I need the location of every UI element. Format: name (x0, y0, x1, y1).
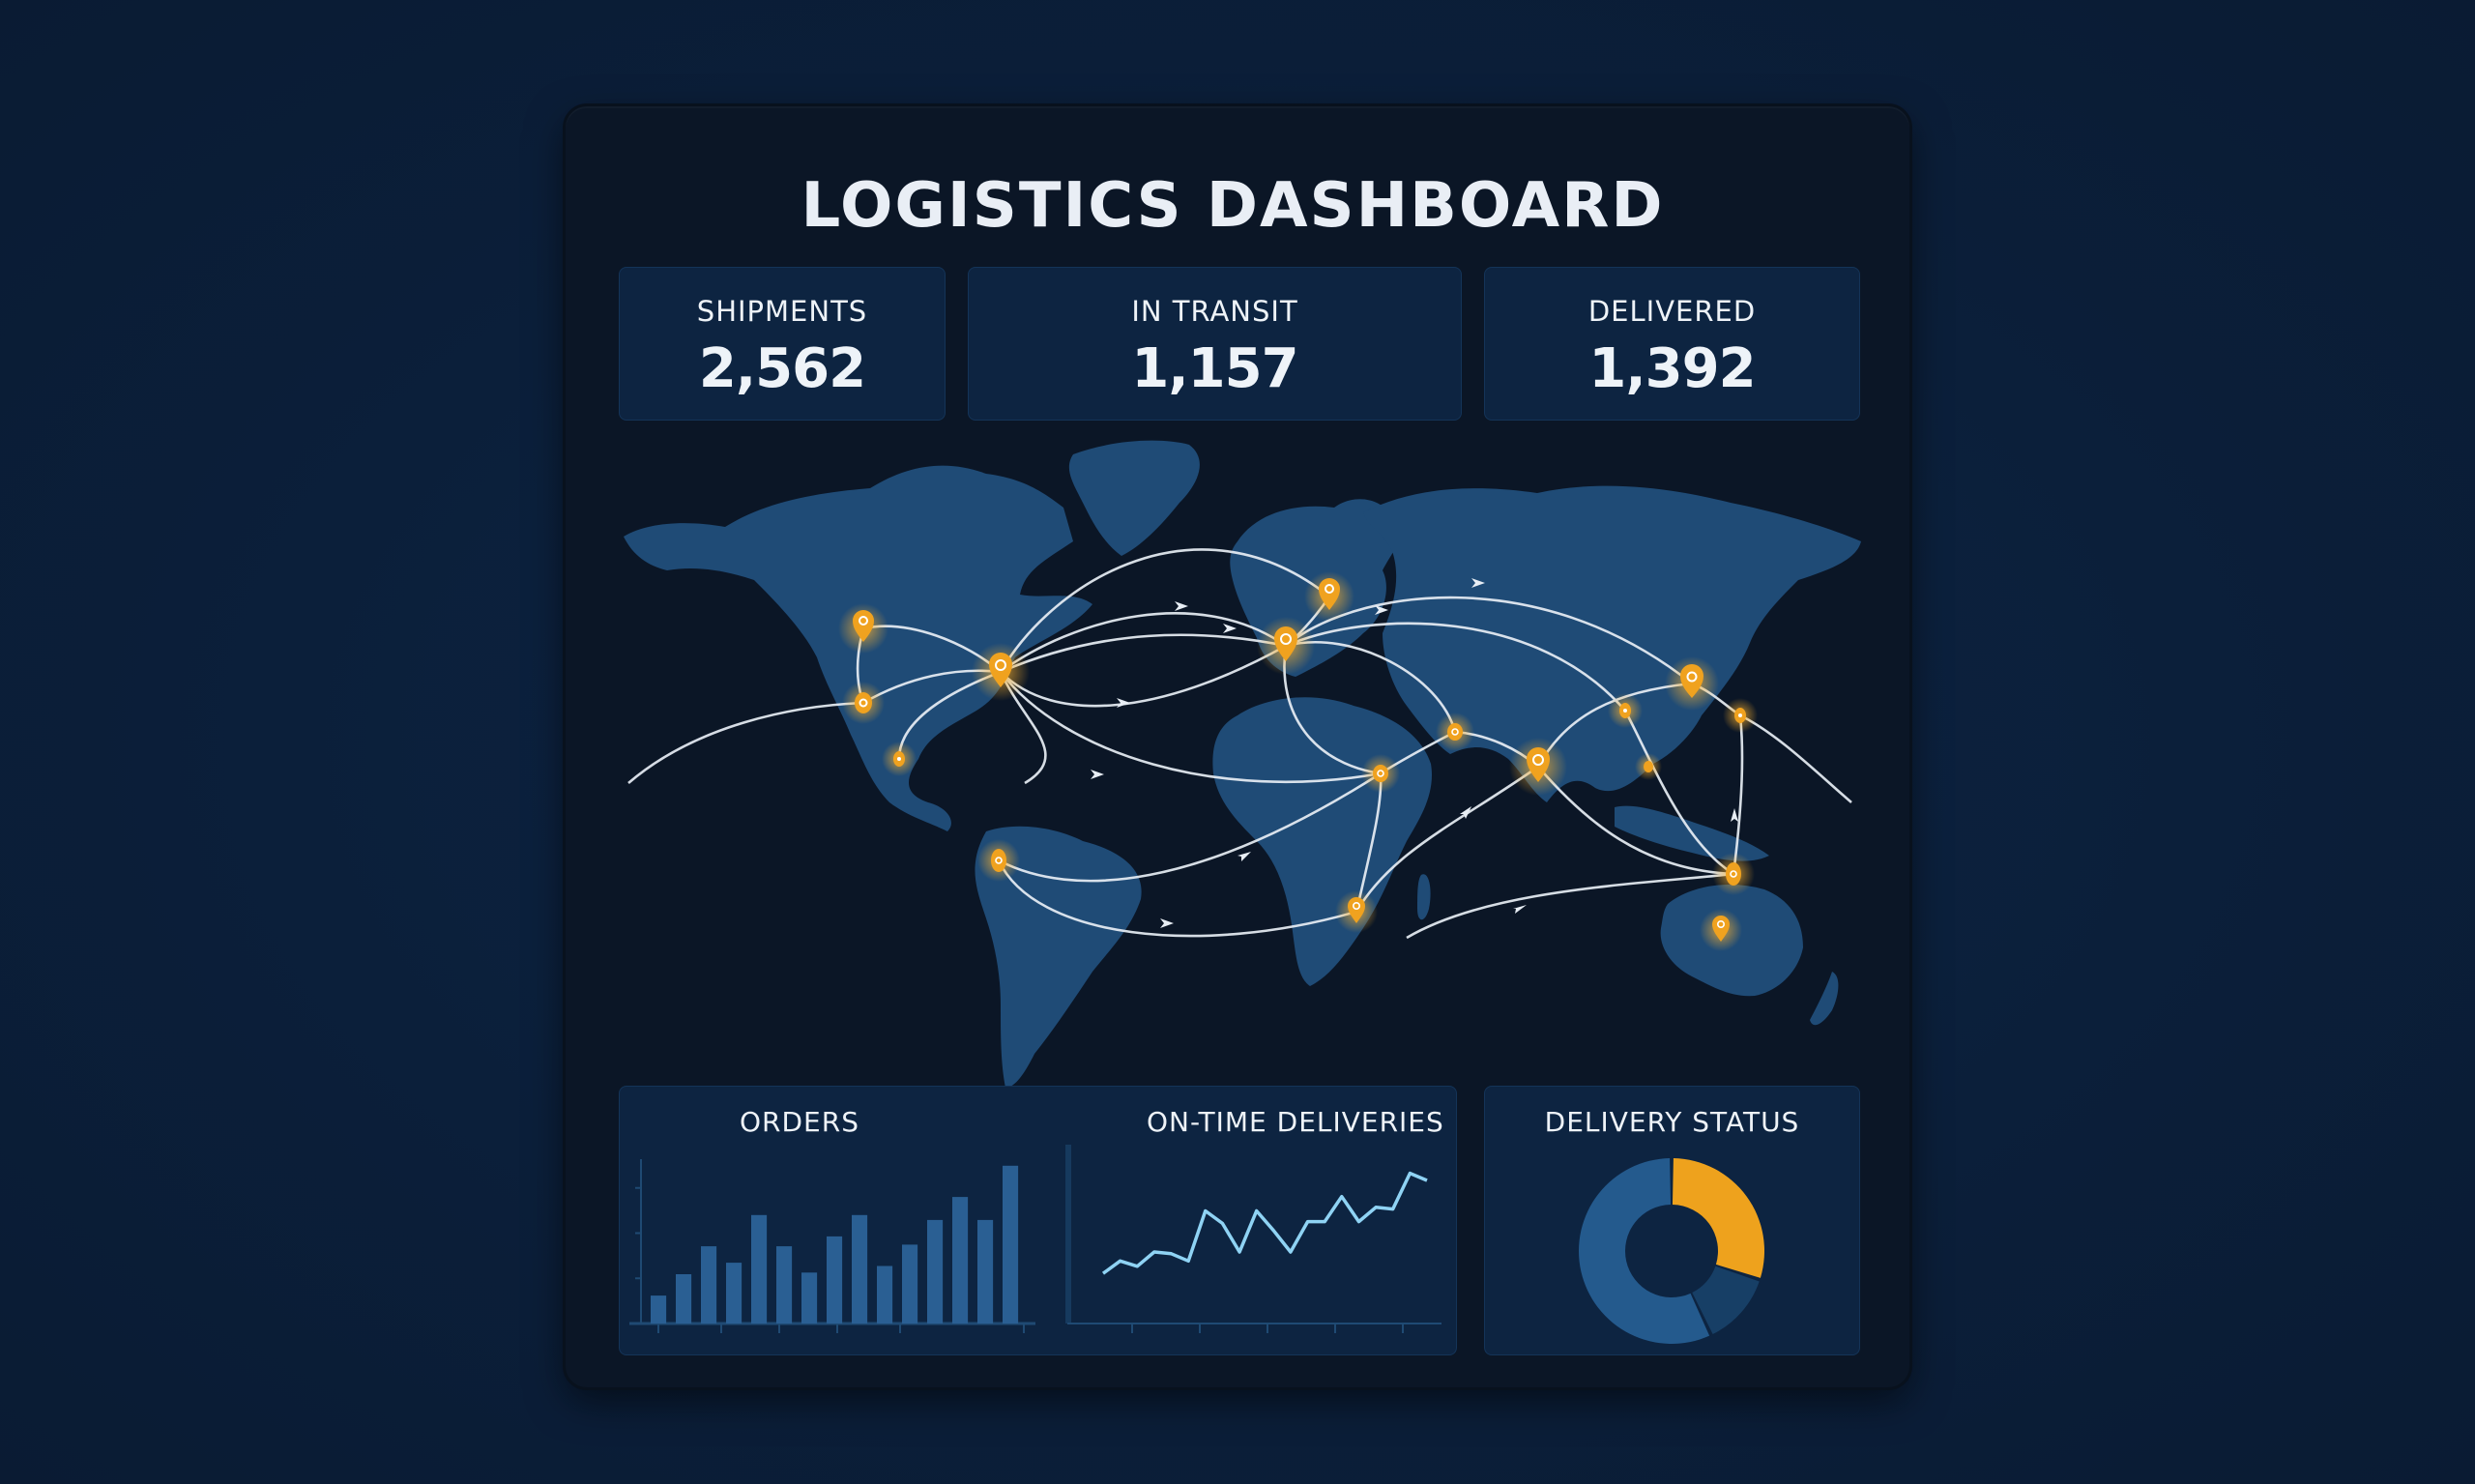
location-pin-icon[interactable] (882, 742, 917, 776)
location-pin-icon[interactable] (838, 603, 888, 654)
location-pin-icon[interactable] (1361, 754, 1400, 793)
kpi-value: 2,562 (698, 337, 866, 400)
africa (1212, 697, 1432, 986)
kpi-value: 1,392 (1588, 337, 1756, 400)
kpi-label: DELIVERED (1587, 295, 1757, 328)
land-masses (624, 440, 1861, 1088)
delivery-status-title: DELIVERY STATUS (1544, 1106, 1800, 1138)
location-pin-icon[interactable] (972, 643, 1030, 701)
delivery-status-donut[interactable] (1575, 1154, 1768, 1348)
south-america (975, 826, 1142, 1088)
orders-ontime-card: ORDERS ON-TIME DELIVERIES (619, 1086, 1457, 1355)
location-pin-icon[interactable] (1257, 617, 1315, 675)
orders-chart-title: ORDERS (740, 1106, 859, 1138)
orders-bar-chart[interactable] (629, 1145, 1045, 1338)
donut-segment (1672, 1158, 1764, 1278)
kpi-card-shipments[interactable]: SHIPMENTS 2,562 (619, 267, 946, 421)
new-zealand (1810, 972, 1839, 1026)
ontime-line-chart[interactable] (1060, 1135, 1446, 1338)
delivery-status-card: DELIVERY STATUS (1484, 1086, 1860, 1355)
route-arrows (1091, 578, 1738, 928)
location-pin-icon[interactable] (1304, 571, 1354, 622)
kpi-value: 1,157 (1131, 337, 1298, 400)
world-map[interactable] (619, 435, 1871, 1092)
location-pin-icon[interactable] (1723, 698, 1758, 733)
location-pin-icon[interactable] (842, 682, 885, 724)
kpi-card-in-transit[interactable]: IN TRANSIT 1,157 (968, 267, 1462, 421)
greenland (1068, 440, 1200, 556)
dashboard-panel: LOGISTICS DASHBOARD SHIPMENTS 2,562 IN T… (566, 106, 1909, 1387)
location-markers (838, 571, 1758, 951)
location-pin-icon[interactable] (1436, 713, 1474, 751)
kpi-label: IN TRANSIT (1131, 295, 1298, 328)
donut-segment (1579, 1158, 1710, 1344)
location-pin-icon[interactable] (1712, 853, 1755, 895)
location-pin-icon[interactable] (1700, 909, 1742, 951)
madagascar (1417, 874, 1431, 920)
location-pin-icon[interactable] (977, 839, 1020, 882)
page-title: LOGISTICS DASHBOARD (801, 170, 1665, 242)
location-pin-icon[interactable] (1665, 656, 1719, 711)
asia (1363, 485, 1861, 802)
location-pin-icon[interactable] (1635, 753, 1662, 780)
donut-segment (1692, 1266, 1760, 1335)
kpi-label: SHIPMENTS (696, 295, 868, 328)
location-pin-icon[interactable] (1509, 738, 1567, 796)
ontime-chart-title: ON-TIME DELIVERIES (1147, 1106, 1444, 1138)
location-pin-icon[interactable] (1608, 693, 1643, 728)
location-pin-icon[interactable] (1335, 890, 1378, 933)
kpi-card-delivered[interactable]: DELIVERED 1,392 (1484, 267, 1860, 421)
